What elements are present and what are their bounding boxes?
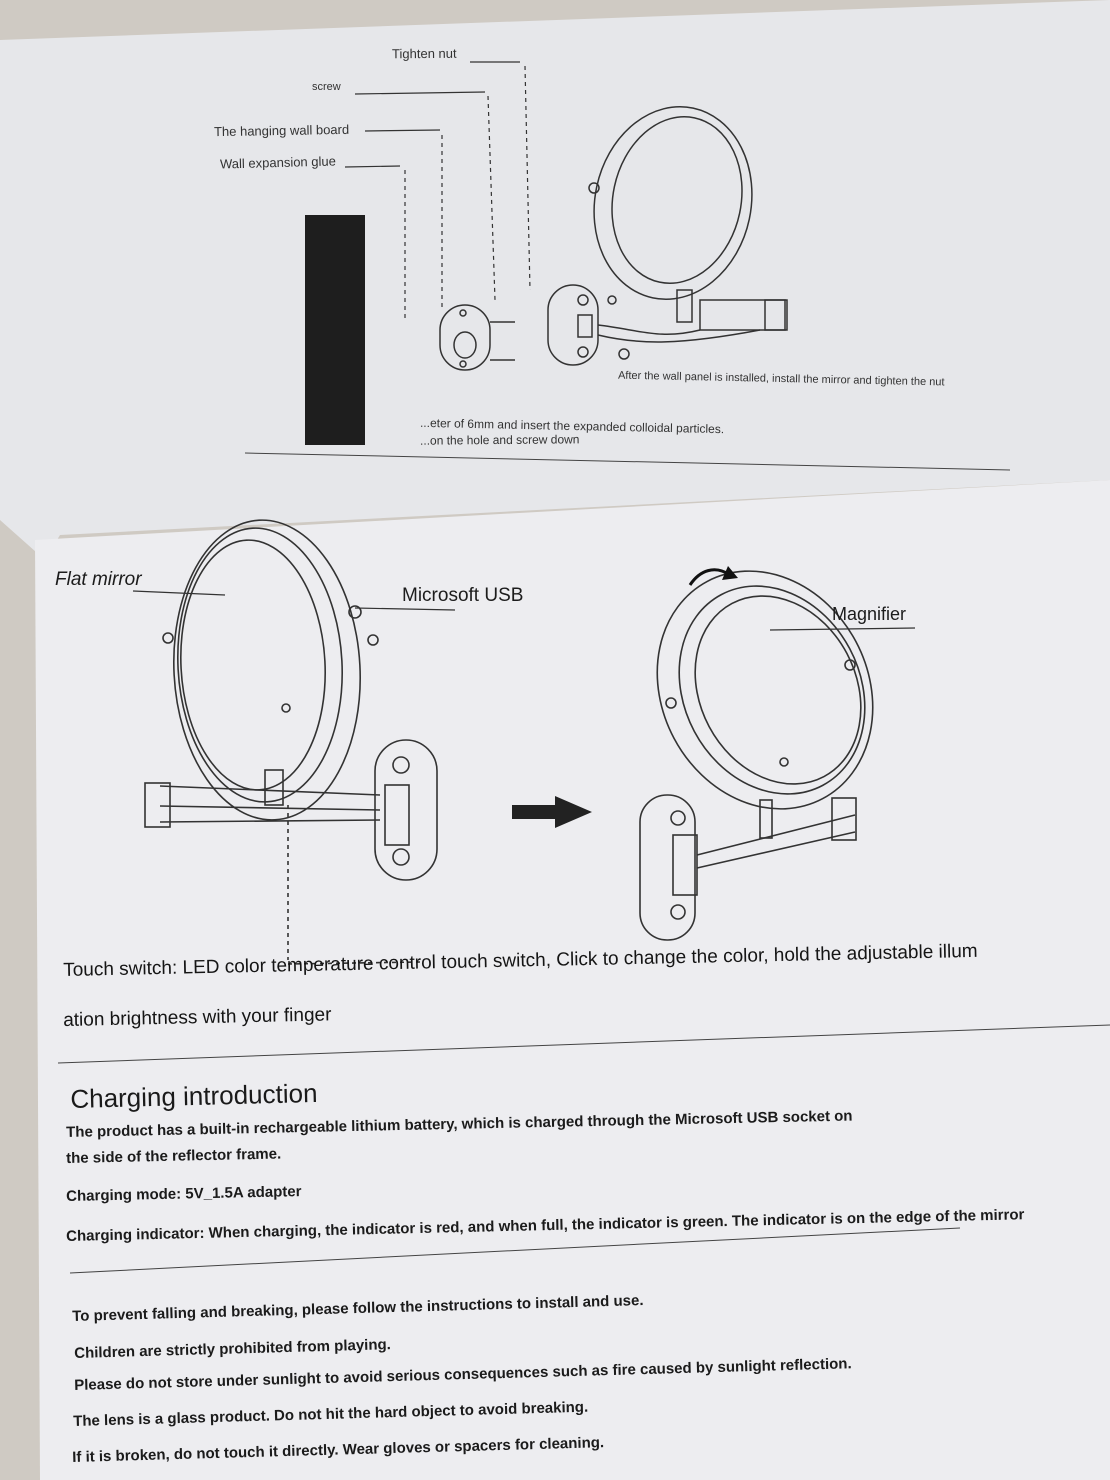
wall-block [305, 215, 365, 445]
label-screw: screw [312, 81, 341, 93]
label-tighten-nut: Tighten nut [391, 45, 457, 62]
label-magnifier: Magnifier [832, 604, 907, 624]
instruction-sheet-top [0, 0, 1110, 560]
charging-title: Charging introduction [70, 1077, 318, 1114]
arrow-icon [512, 796, 592, 828]
label-expansion-glue: Wall expansion glue [219, 153, 337, 172]
label-usb: Microsoft USB [402, 585, 524, 606]
label-drill-line2: ...on the hole and screw down [419, 432, 580, 448]
label-wall-board: The hanging wall board [213, 121, 350, 140]
instruction-sheet-bottom [35, 480, 1110, 1480]
label-flat-mirror: Flat mirror [55, 569, 142, 590]
